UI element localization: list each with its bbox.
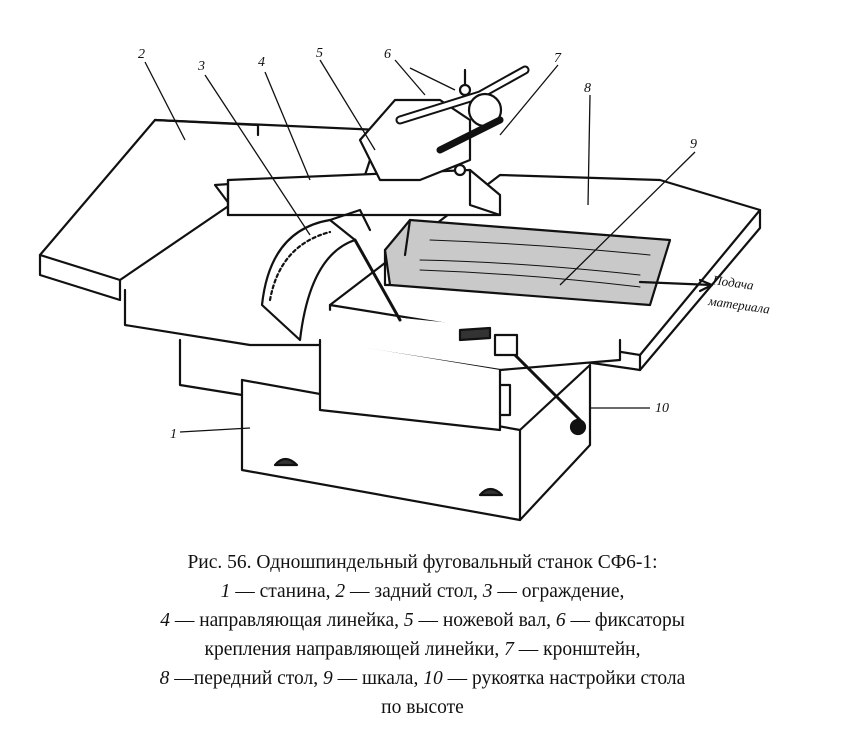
caption-num: 6 <box>555 610 566 631</box>
caption-text: по высоте <box>381 697 464 718</box>
callout-8: 8 <box>584 81 591 96</box>
caption-num: 7 <box>504 639 514 660</box>
caption-text: — шкала, <box>332 668 424 689</box>
height-adjust-handle <box>493 333 587 436</box>
caption-line-5: 8 —передний стол, 9 — шкала, 10 — рукоят… <box>0 664 845 693</box>
feed-label-line1: Подача <box>711 272 755 293</box>
caption-num: 9 <box>323 668 333 689</box>
caption-num: 10 <box>423 668 443 689</box>
callout-4: 4 <box>258 55 265 70</box>
caption-text: — станина, <box>230 581 336 602</box>
guard <box>260 208 402 342</box>
caption-text: — кронштейн, <box>513 639 641 660</box>
feed-label-line2: материала <box>707 293 772 317</box>
knife-shaft-and-bracket <box>358 65 530 182</box>
caption-num: 4 <box>160 610 170 631</box>
caption-num: 1 <box>220 581 231 602</box>
caption-line-6: по высоте <box>0 693 845 722</box>
wood-board <box>383 218 672 307</box>
caption-line-2: 1 — станина, 2 — задний стол, 3 — огражд… <box>0 577 845 606</box>
caption-line-3: 4 — направляющая линейка, 5 — ножевой ва… <box>0 606 845 635</box>
callout-2: 2 <box>138 47 145 62</box>
scale-marker <box>458 326 492 342</box>
caption-text: — ограждение, <box>492 581 625 602</box>
caption-text: — ножевой вал, <box>413 610 556 631</box>
caption-text: — направляющая линейка, <box>169 610 404 631</box>
caption-num: 5 <box>403 610 414 631</box>
caption-num: 2 <box>335 581 346 602</box>
caption-num: 8 <box>159 668 170 689</box>
callout-9: 9 <box>690 137 697 152</box>
callout-6: 6 <box>384 47 391 62</box>
caption-text: — фиксаторы <box>565 610 685 631</box>
caption-num: 3 <box>482 581 493 602</box>
caption-line-4: крепления направляющей линейки, 7 — крон… <box>0 635 845 664</box>
machine-drawing: 2 3 4 5 6 7 8 9 10 1 Подача материала <box>38 46 772 522</box>
callout-7: 7 <box>554 51 562 66</box>
callout-1: 1 <box>170 427 177 442</box>
figure-caption: Рис. 56. Одношпиндельный фуговальный ста… <box>0 548 845 722</box>
caption-title: Рис. 56. Одношпиндельный фуговальный ста… <box>187 552 658 573</box>
feed-arrow <box>638 280 714 287</box>
caption-text: —передний стол, <box>169 668 324 689</box>
caption-text: крепления направляющей линейки, <box>204 639 505 660</box>
caption-text: — рукоятка настройки стола <box>442 668 686 689</box>
caption-text: — задний стол, <box>345 581 483 602</box>
callout-3: 3 <box>197 59 205 74</box>
leader-lines <box>144 59 696 433</box>
callout-10: 10 <box>655 401 669 416</box>
callout-5: 5 <box>316 46 323 61</box>
